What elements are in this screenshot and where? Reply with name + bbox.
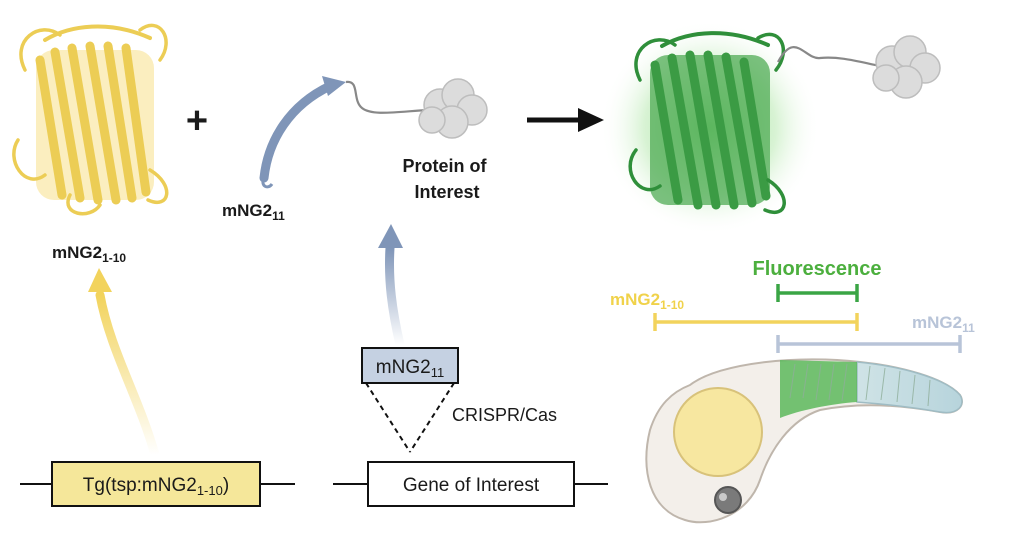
- yellow-arrowhead: [88, 268, 112, 292]
- plus-sign: +: [186, 100, 208, 142]
- right-mng2-11-label: mNG211: [912, 313, 975, 335]
- complex-linker-line: [777, 46, 881, 68]
- complex-protein-cloud-icon: [872, 35, 941, 99]
- strand-arrowhead: [322, 76, 346, 96]
- mng2-11-insert-box: [361, 347, 459, 384]
- protein-of-interest-label: Protein of Interest: [402, 156, 491, 202]
- gene-of-interest-label: Gene of Interest: [403, 475, 540, 496]
- mng2-11-range-bar: [776, 335, 962, 353]
- tg-construct-label: Tg(tsp:mNG21-10): [83, 475, 229, 498]
- protein-cloud-icon: [418, 78, 488, 139]
- tg-construct-box: [51, 461, 261, 507]
- yellow-expression-arrow: [95, 290, 160, 460]
- mng2-11-label: mNG211: [222, 201, 285, 223]
- mng2-11-strand-icon: [259, 81, 335, 183]
- mng2-11-insert-label: mNG211: [376, 357, 444, 380]
- right-mng2-1-10-label: mNG21-10: [610, 290, 684, 312]
- insertion-dashed-right: [409, 382, 455, 453]
- crispr-cas-label: CRISPR/Cas: [452, 405, 557, 425]
- insertion-dashed-left: [365, 382, 411, 453]
- blue-arrowhead: [378, 224, 403, 248]
- mng2-1-10-label: mNG21-10: [52, 243, 126, 265]
- zebrafish-embryo-icon: [645, 358, 963, 524]
- reaction-arrow-icon: [527, 108, 604, 132]
- fluorescence-label: Fluorescence: [753, 258, 882, 280]
- blue-expression-arrow: [385, 243, 405, 350]
- fluorescence-range-bar: [776, 284, 859, 302]
- mng2-complex-barrel-icon: [628, 31, 786, 214]
- linker-line: [345, 80, 429, 114]
- mng2-1-10-range-bar: [653, 313, 859, 331]
- gene-of-interest-box: [367, 461, 575, 507]
- mng2-1-10-barrel-icon: [12, 23, 169, 216]
- mng2-11-hook: [261, 177, 274, 189]
